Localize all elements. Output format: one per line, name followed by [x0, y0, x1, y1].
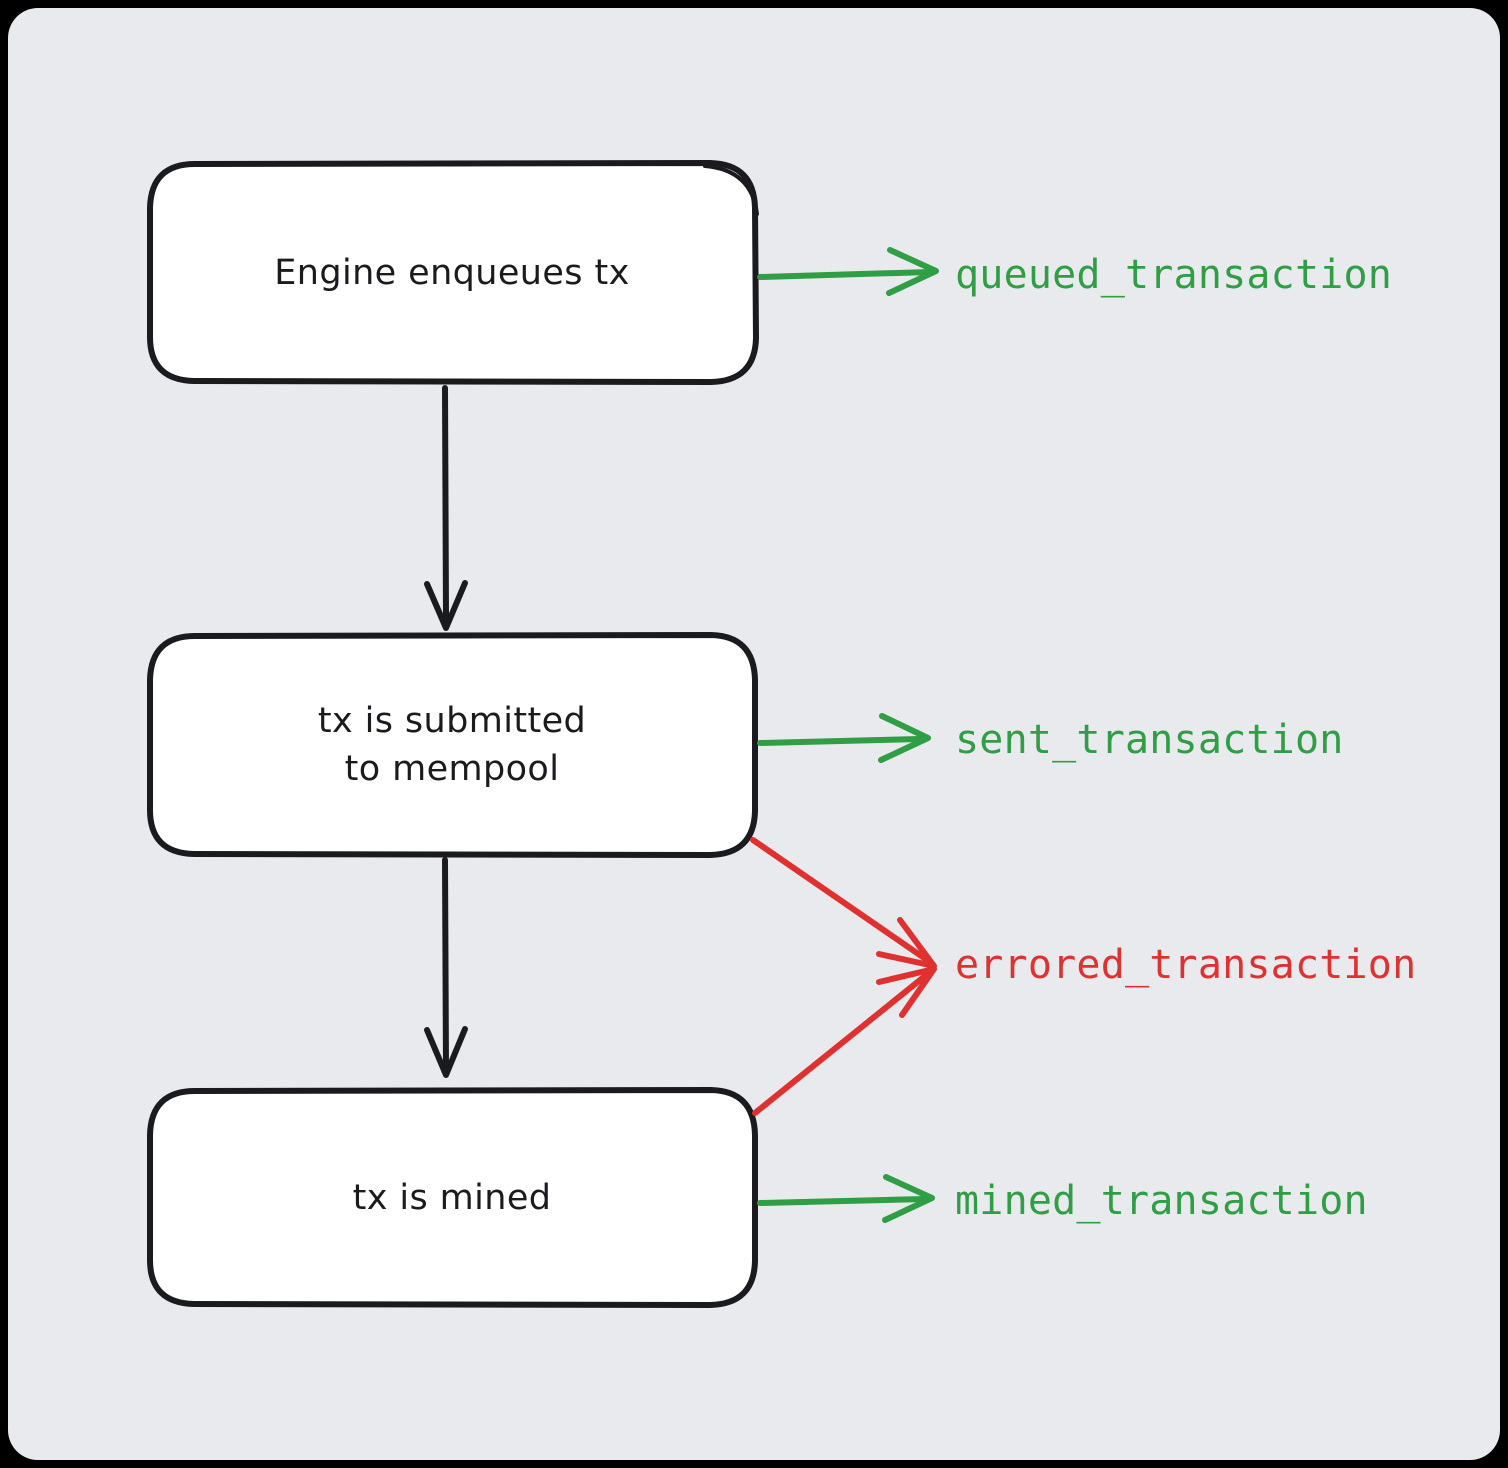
flow-arrow-submitted-to-mined [424, 857, 468, 1078]
event-label-errored-transaction: errored_transaction [955, 942, 1416, 988]
node-enqueued-label: Engine enqueues tx [274, 253, 629, 293]
node-mined-shape [147, 1087, 758, 1308]
node-mined[interactable]: tx is mined [147, 1087, 758, 1308]
event-label-sent-transaction: sent_transaction [955, 717, 1344, 763]
event-arrow-queued [757, 247, 939, 296]
event-arrow-sent [757, 713, 931, 763]
node-submitted-shape [147, 632, 758, 858]
flow-arrow-enqueued-to-submitted [424, 385, 468, 631]
node-submitted[interactable]: tx is submitted to mempool [147, 632, 758, 858]
event-label-queued-transaction: queued_transaction [955, 252, 1392, 298]
node-submitted-label-line-2: to mempool [345, 749, 560, 789]
event-arrow-mined [757, 1174, 935, 1223]
node-enqueued-shape [147, 160, 759, 385]
node-mined-label: tx is mined [353, 1178, 552, 1218]
node-enqueued[interactable]: Engine enqueues tx [147, 160, 759, 385]
node-enqueued-sketch-overlay [703, 164, 759, 216]
event-arrow-errored-from-mined [752, 966, 937, 1116]
event-label-mined-transaction: mined_transaction [955, 1178, 1368, 1224]
node-submitted-label-line-1: tx is submitted [318, 701, 586, 741]
